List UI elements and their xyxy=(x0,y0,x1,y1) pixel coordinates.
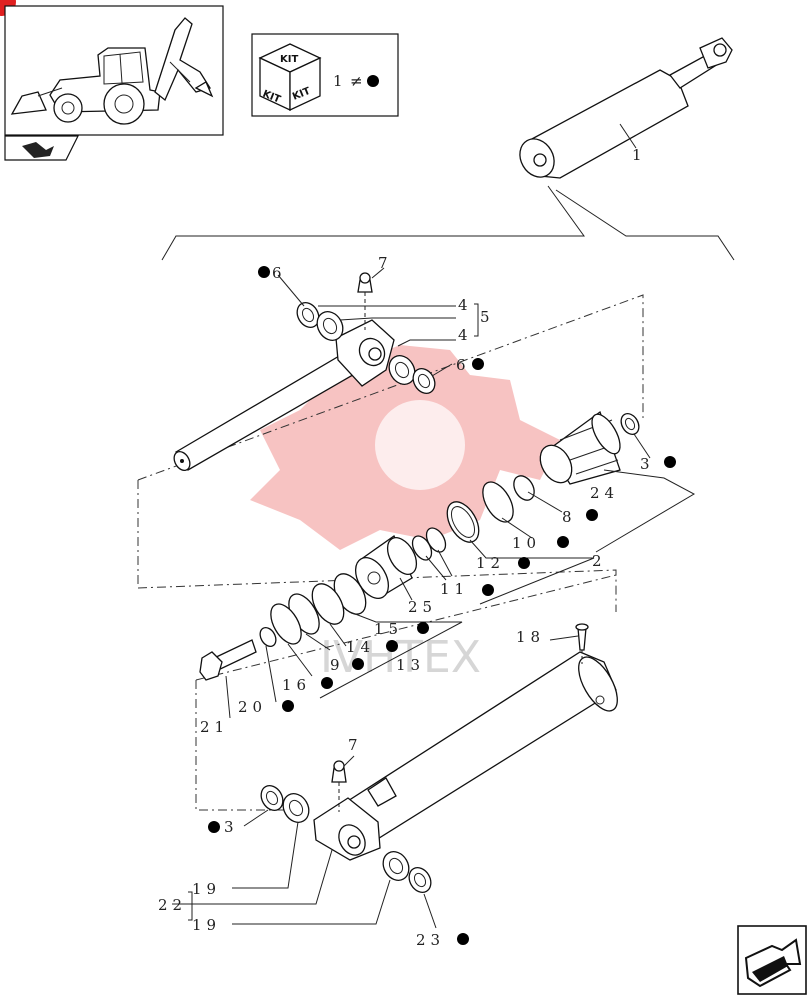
label-10: 10 xyxy=(512,534,541,552)
label-9: 9 xyxy=(330,656,345,674)
kit-cube-icon xyxy=(258,43,322,112)
callout-line-left xyxy=(161,185,585,261)
kit-ref-number: 1 xyxy=(333,72,348,90)
label-11: 11 xyxy=(440,580,469,598)
label-25: 25 xyxy=(408,598,437,616)
label-4-a: 4 xyxy=(458,296,473,314)
callout-line-right xyxy=(555,189,735,261)
watermark-text: IVHTEX xyxy=(320,632,481,683)
cylinder-tube xyxy=(313,651,618,861)
label-12: 12 xyxy=(476,554,505,572)
label-18: 18 xyxy=(516,628,545,646)
label-3-top: 3 xyxy=(640,455,655,473)
label-13: 13 xyxy=(396,656,425,674)
label-8: 8 xyxy=(562,508,577,526)
bolt xyxy=(199,639,257,681)
label-16: 16 xyxy=(282,676,311,694)
grease-fitting-bottom xyxy=(331,755,355,812)
label-6-right: 6 xyxy=(456,356,471,374)
label-21: 21 xyxy=(200,718,229,736)
piston-rod xyxy=(173,319,395,471)
seal-kit-rings xyxy=(411,475,535,561)
label-15: 15 xyxy=(374,620,403,638)
label-7-bottom: 7 xyxy=(348,736,363,754)
label-6-top: 6 xyxy=(272,264,287,282)
piston xyxy=(354,535,418,599)
label-2: 2 xyxy=(592,552,607,570)
leader-lines xyxy=(172,274,696,929)
label-3-bottom: 3 xyxy=(224,818,239,836)
label-4-b: 4 xyxy=(458,326,473,344)
backhoe-loader-icon[interactable] xyxy=(4,5,224,136)
label-7-top: 7 xyxy=(378,254,393,272)
kit-bullets xyxy=(208,266,676,945)
piston-rings xyxy=(259,573,367,647)
label-5: 5 xyxy=(480,308,495,326)
grease-fitting-top xyxy=(357,267,385,330)
kit-word-top: KIT xyxy=(280,54,298,65)
label-22: 22 xyxy=(158,896,187,914)
watermark-logo: IVHTEX xyxy=(250,345,560,683)
kit-symbol: ≠ xyxy=(350,72,363,90)
label-23: 23 xyxy=(416,931,445,949)
label-20: 20 xyxy=(238,698,267,716)
cylinder-head-gland xyxy=(539,410,640,485)
kit-legend-box: KIT KIT KIT 1 ≠ xyxy=(251,33,399,117)
rod-eye-bushings xyxy=(296,302,436,394)
next-page-arrow-icon[interactable] xyxy=(737,925,807,995)
label-1: 1 xyxy=(632,146,647,164)
arrow-right-icon[interactable] xyxy=(4,135,79,161)
cylinder-assembly-thumbnail xyxy=(519,37,733,179)
label-14: 14 xyxy=(346,638,375,656)
bleed-screw xyxy=(575,623,589,664)
label-19-top: 19 xyxy=(192,880,221,898)
base-eye-bushings xyxy=(260,785,432,893)
filled-dot-icon xyxy=(367,75,379,87)
label-24: 24 xyxy=(590,484,619,502)
label-19-bottom: 19 xyxy=(192,916,221,934)
